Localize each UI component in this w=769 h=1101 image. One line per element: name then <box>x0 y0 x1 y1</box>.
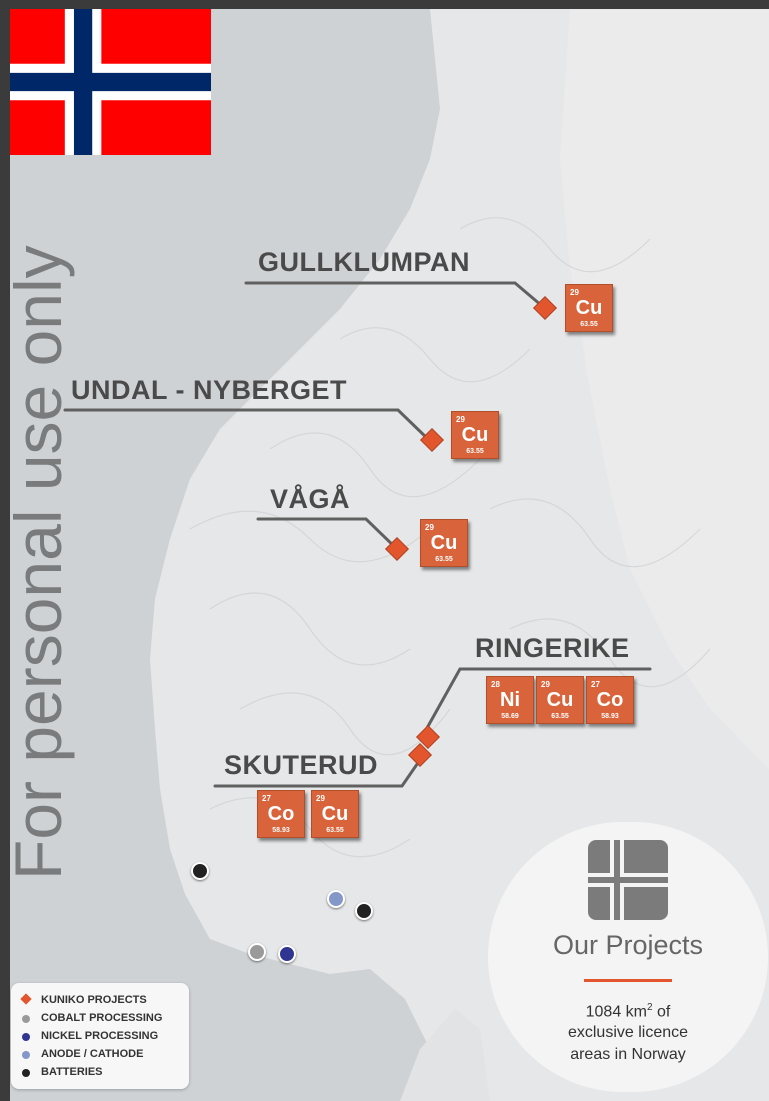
area-exponent: 2 <box>647 1002 653 1013</box>
atomic-mass: 58.69 <box>501 713 519 720</box>
project-label-skuterud: SKUTERUD <box>224 750 379 780</box>
element-tile-cu: 29 Cu 63.55 <box>311 790 359 838</box>
facility-marker-nickel-processing <box>278 945 296 963</box>
atomic-mass: 63.55 <box>466 448 484 455</box>
element-symbol: Cu <box>321 803 349 825</box>
watermark-text: For personal use only <box>1 245 75 880</box>
facility-marker-batteries <box>191 862 209 880</box>
accent-divider <box>584 979 672 982</box>
summary-title: Our Projects <box>552 930 704 960</box>
projects-summary-panel: Our Projects 1084 km2 of exclusive licen… <box>488 822 768 1092</box>
legend-label: NICKEL PROCESSING <box>41 1030 159 1042</box>
atomic-number: 29 <box>456 415 465 424</box>
legend-label: BATTERIES <box>41 1066 103 1078</box>
element-tile-co: 27 Co 58.93 <box>257 790 305 838</box>
atomic-mass: 63.55 <box>435 556 453 563</box>
atomic-number: 27 <box>591 680 600 689</box>
element-tile-cu: 29 Cu 63.55 <box>536 676 584 724</box>
legend-label: ANODE / CATHODE <box>41 1048 144 1060</box>
element-tile-cu: 29 Cu 63.55 <box>451 411 499 459</box>
facility-marker-cobalt-processing <box>248 943 266 961</box>
project-label-ringerike: RINGERIKE <box>475 633 630 663</box>
norway-flag-icon <box>588 840 668 920</box>
area-value: 1084 km <box>585 1003 647 1021</box>
atomic-number: 27 <box>262 794 271 803</box>
licence-area-value: 1084 km2 of <box>488 1002 768 1021</box>
legend-label: KUNIKO PROJECTS <box>41 994 147 1006</box>
project-label-gullklumpan: GULLKLUMPAN <box>258 247 470 277</box>
map: GULLKLUMPAN UNDAL - NYBERGET VÅGÅ RINGER… <box>10 9 769 1101</box>
project-label-vaga: VÅGÅ <box>270 484 351 514</box>
map-legend: KUNIKO PROJECTS COBALT PROCESSING NICKEL… <box>11 983 189 1089</box>
atomic-number: 29 <box>316 794 325 803</box>
legend-dot <box>22 1015 30 1023</box>
legend-dot <box>22 1033 30 1041</box>
diamond-icon <box>20 993 32 1005</box>
element-symbol: Cu <box>461 424 489 446</box>
element-tile-cu: 29 Cu 63.55 <box>565 284 613 332</box>
element-tile-ni: 28 Ni 58.69 <box>486 676 534 724</box>
atomic-mass: 63.55 <box>580 321 598 328</box>
facility-marker-batteries <box>355 902 373 920</box>
atomic-number: 28 <box>491 680 500 689</box>
element-symbol: Cu <box>430 532 458 554</box>
atomic-number: 29 <box>425 523 434 532</box>
atomic-mass: 63.55 <box>326 827 344 834</box>
atomic-mass: 63.55 <box>551 713 569 720</box>
legend-dot <box>22 1069 30 1077</box>
atomic-mass: 58.93 <box>601 713 619 720</box>
element-symbol: Cu <box>546 689 574 711</box>
element-tile-co: 27 Co 58.93 <box>586 676 634 724</box>
element-symbol: Cu <box>575 297 603 319</box>
legend-label: COBALT PROCESSING <box>41 1012 163 1024</box>
element-tile-cu: 29 Cu 63.55 <box>420 519 468 567</box>
project-label-undal-nyberget: UNDAL - NYBERGET <box>71 375 348 405</box>
licence-text-line: exclusive licence <box>567 1024 689 1041</box>
element-symbol: Ni <box>500 689 520 711</box>
atomic-number: 29 <box>541 680 550 689</box>
norway-flag-icon <box>10 9 211 155</box>
licence-text-line: areas in Norway <box>570 1046 686 1063</box>
legend-dot <box>22 1051 30 1059</box>
element-symbol: Co <box>267 803 295 825</box>
atomic-number: 29 <box>570 288 579 297</box>
atomic-mass: 58.93 <box>272 827 290 834</box>
facility-marker-anode-cathode <box>327 890 345 908</box>
element-symbol: Co <box>596 689 624 711</box>
area-suffix: of <box>652 1003 671 1021</box>
